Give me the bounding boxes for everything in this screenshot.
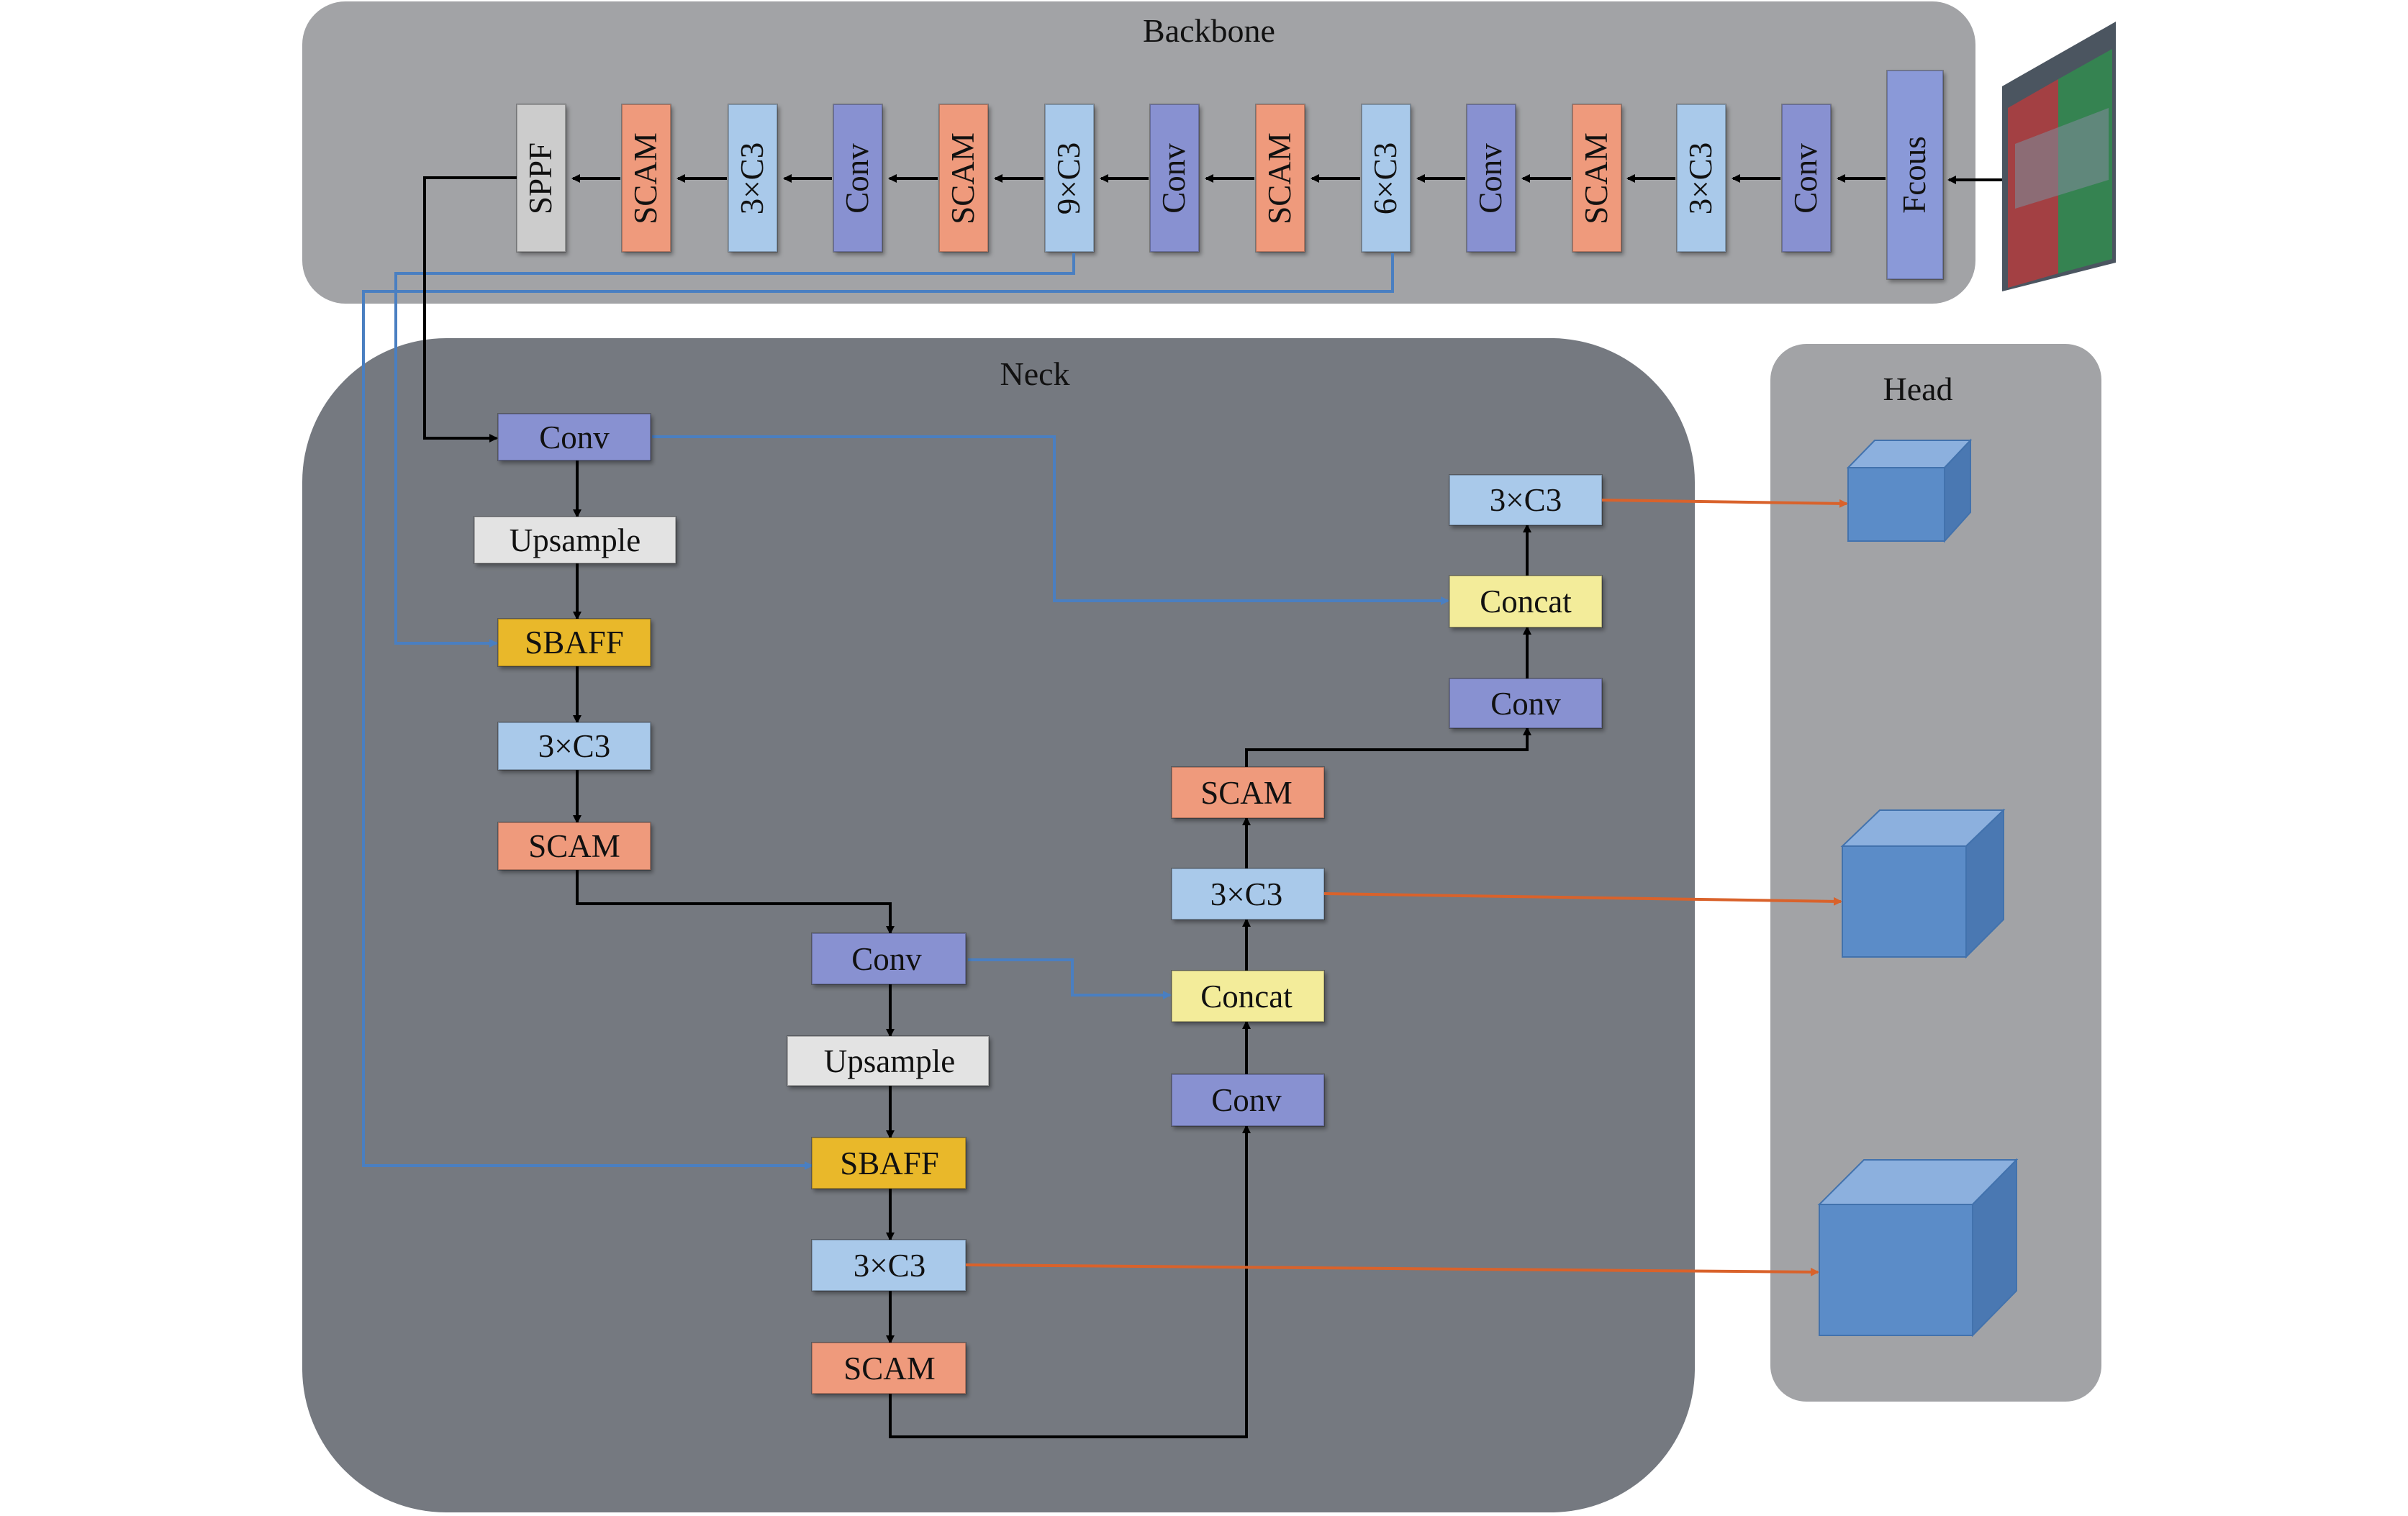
svg-text:Conv: Conv [839, 143, 875, 214]
svg-text:Upsample: Upsample [824, 1043, 955, 1079]
svg-text:Conv: Conv [539, 419, 610, 455]
svg-text:Conv: Conv [1156, 143, 1192, 214]
backbone-blocks: SPPF SCAM 3×C3 Conv SCAM 9×C3 Conv SCAM [516, 70, 1944, 280]
backbone-conv-1: Conv [833, 104, 883, 253]
backbone-fcous: Fcous [1886, 70, 1944, 280]
neck-title: Neck [1000, 355, 1069, 392]
svg-text:3×C3: 3×C3 [1490, 482, 1562, 518]
svg-text:3×C3: 3×C3 [1683, 142, 1719, 214]
skip-connections [362, 253, 1449, 1170]
neck-flow [423, 176, 1531, 1438]
neck-blocks: Conv Upsample SBAFF 3×C3 SCAM Conv Upsam… [474, 413, 1603, 1394]
head-title: Head [1883, 371, 1952, 407]
backbone-title: Backbone [1143, 12, 1275, 49]
svg-text:SBAFF: SBAFF [840, 1145, 939, 1181]
svg-text:SCAM: SCAM [1200, 775, 1293, 811]
neck-sbaff-top: SBAFF [497, 618, 651, 667]
neck-conv-up2: Conv [1449, 678, 1603, 729]
neck-scam-bottom: SCAM [811, 1342, 967, 1394]
svg-text:Concat: Concat [1200, 979, 1293, 1015]
neck-upsample-top: Upsample [474, 516, 676, 564]
neck-c3-bottom: 3×C3 [811, 1239, 967, 1292]
svg-text:SPPF: SPPF [522, 142, 558, 214]
svg-text:SCAM: SCAM [628, 132, 664, 224]
backbone-conv-4: Conv [1781, 104, 1832, 253]
svg-text:Upsample: Upsample [510, 522, 641, 558]
backbone-c3-2: 9×C3 [1044, 104, 1095, 253]
backbone-c3-3: 6×C3 [1361, 104, 1411, 253]
svg-text:Fcous: Fcous [1896, 136, 1932, 214]
neck-upsample-mid: Upsample [787, 1035, 990, 1086]
svg-text:Conv: Conv [1490, 686, 1561, 722]
backbone-c3-4: 3×C3 [1676, 104, 1726, 253]
svg-text:SCAM: SCAM [945, 132, 981, 224]
neck-sbaff-mid: SBAFF [811, 1137, 967, 1189]
svg-text:SCAM: SCAM [528, 828, 620, 864]
svg-text:3×C3: 3×C3 [734, 142, 770, 214]
backbone-arrows [571, 174, 2002, 184]
svg-text:6×C3: 6×C3 [1367, 142, 1403, 214]
backbone-scam-1: SCAM [621, 104, 671, 253]
backbone-conv-2: Conv [1149, 104, 1200, 253]
input-image [2002, 22, 2116, 291]
head-cube-small [1846, 438, 1973, 543]
svg-text:SCAM: SCAM [1578, 132, 1614, 224]
backbone-panel: Backbone [302, 1, 1975, 304]
neck-c3-mid-out: 3×C3 [1171, 868, 1325, 920]
neck-c3-top: 3×C3 [497, 722, 651, 771]
svg-text:9×C3: 9×C3 [1051, 142, 1087, 214]
backbone-scam-2: SCAM [938, 104, 989, 253]
svg-text:Conv: Conv [1211, 1082, 1282, 1118]
neck-conv-up1: Conv [1171, 1074, 1325, 1127]
svg-text:SCAM: SCAM [843, 1351, 936, 1386]
neck-conv-top: Conv [497, 413, 651, 461]
svg-text:Concat: Concat [1480, 584, 1572, 619]
backbone-scam-3: SCAM [1255, 104, 1305, 253]
svg-text:3×C3: 3×C3 [538, 728, 610, 764]
backbone-c3-1: 3×C3 [728, 104, 778, 253]
neck-conv-mid: Conv [811, 932, 967, 985]
backbone-scam-4: SCAM [1572, 104, 1622, 253]
neck-c3-top-out: 3×C3 [1449, 474, 1603, 526]
neck-scam-up: SCAM [1171, 766, 1325, 819]
backbone-sppf: SPPF [516, 104, 566, 253]
svg-text:Conv: Conv [1788, 143, 1824, 214]
backbone-conv-3: Conv [1466, 104, 1516, 253]
svg-text:3×C3: 3×C3 [854, 1248, 925, 1284]
head-cube-large [1817, 1158, 2019, 1338]
neck-scam-top: SCAM [497, 822, 651, 871]
svg-text:SCAM: SCAM [1262, 132, 1298, 224]
head-cube-medium [1840, 808, 2006, 959]
svg-text:Conv: Conv [851, 941, 922, 977]
neck-concat-2: Concat [1449, 575, 1603, 628]
svg-text:SBAFF: SBAFF [525, 625, 624, 661]
neck-concat-1: Concat [1171, 970, 1325, 1022]
head-connections [965, 499, 1848, 1276]
svg-text:Conv: Conv [1472, 143, 1508, 214]
svg-text:3×C3: 3×C3 [1210, 876, 1282, 912]
